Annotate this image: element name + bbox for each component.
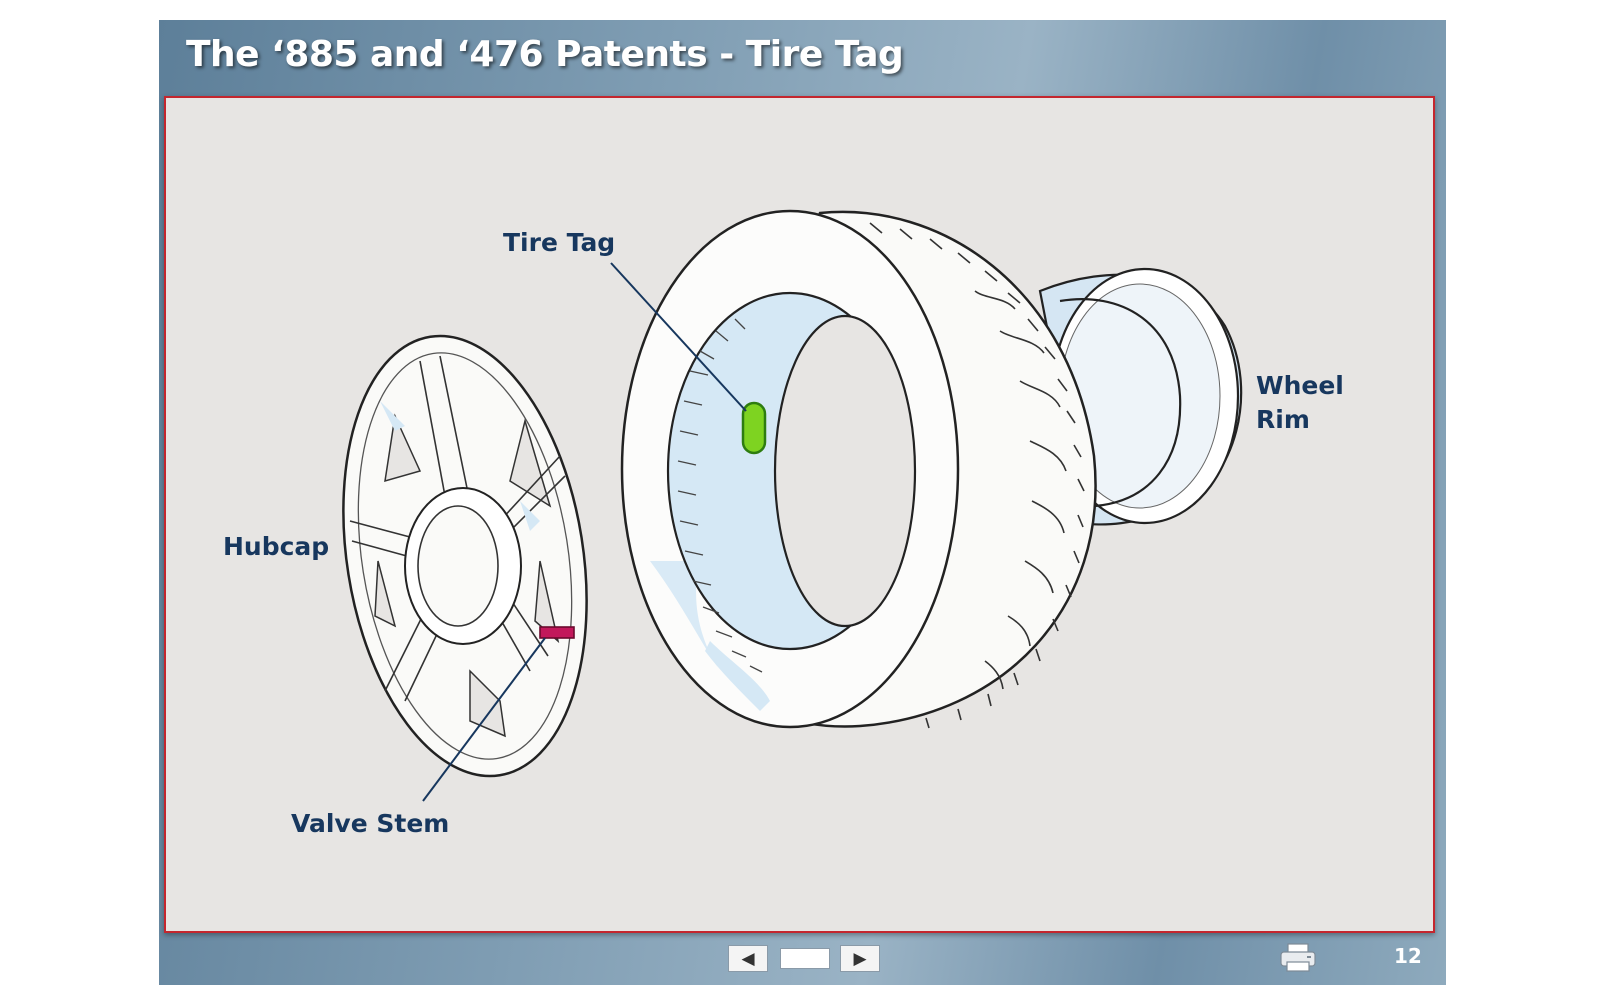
title-bar: The ‘885 and ‘476 Patents - Tire Tag [159,20,1446,96]
wheel-rim-label-line1: Wheel [1256,371,1344,400]
slide-frame: The ‘885 and ‘476 Patents - Tire Tag [159,20,1446,985]
previous-slide-button[interactable]: ◀ [728,945,768,972]
previous-arrow-icon: ◀ [741,948,755,969]
valve-stem-label: Valve Stem [291,809,450,838]
next-slide-button[interactable]: ▶ [840,945,880,972]
hubcap-label: Hubcap [223,532,330,561]
next-arrow-icon: ▶ [853,948,867,969]
tire-tag-label: Tire Tag [503,228,616,257]
tire-drawing [620,209,1097,729]
wheel-rim-label-line2: Rim [1256,405,1310,434]
printer-icon [1280,943,1316,972]
page-number: 12 [1394,944,1422,968]
slide-number-field[interactable] [780,948,830,969]
valve-stem-marker [539,626,575,639]
hubcap-drawing [342,334,588,778]
footer-bar: ◀ ▶ 12 [159,938,1446,985]
tire-tag-marker [741,401,767,455]
print-button[interactable] [1279,942,1317,974]
wheel-illustration [342,209,1243,802]
slide-title: The ‘885 and ‘476 Patents - Tire Tag [186,34,904,75]
content-panel: Tire Tag Wheel Rim Hubcap Valve Stem [164,96,1435,933]
